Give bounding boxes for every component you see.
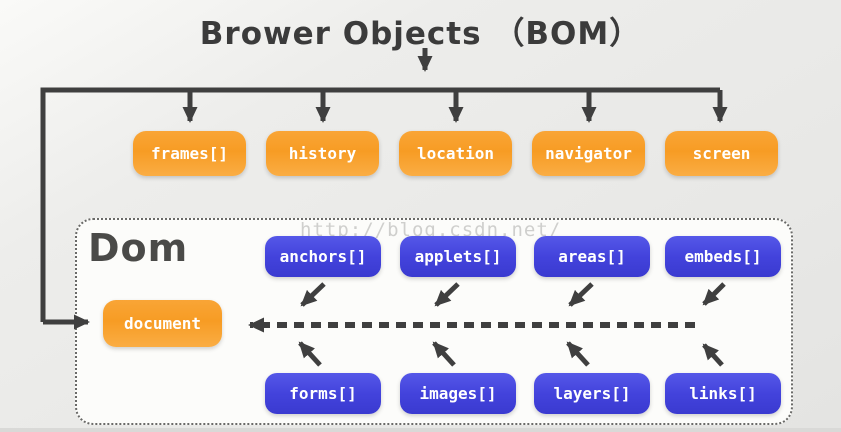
document-node: document <box>103 300 222 347</box>
bom-node-label: navigator <box>545 144 632 163</box>
bottom-edge-strip <box>0 428 841 432</box>
dom-node-images: images[] <box>400 373 516 414</box>
dom-node-forms: forms[] <box>265 373 381 414</box>
document-node-label: document <box>123 314 202 333</box>
dom-node-label: forms[] <box>289 384 357 403</box>
dom-node-label: embeds[] <box>684 247 762 266</box>
diagram-title: Brower Objects （BOM） <box>199 16 642 52</box>
dom-node-links: links[] <box>665 373 781 414</box>
dom-panel-title: Dom <box>88 226 189 270</box>
dom-node-label: applets[] <box>414 247 502 266</box>
bom-node-label: location <box>416 144 495 163</box>
bom-node-label: screen <box>692 144 751 163</box>
bom-drop-arrows <box>182 90 728 123</box>
bom-node-label: frames[] <box>150 144 229 163</box>
dom-node-layers: layers[] <box>534 373 650 414</box>
bom-node-history: history <box>266 131 379 176</box>
bom-node-location: location <box>399 131 512 176</box>
bom-node-screen: screen <box>665 131 778 176</box>
dom-node-label: areas[] <box>558 247 626 266</box>
dom-node-label: anchors[] <box>279 247 367 266</box>
dom-node-label: images[] <box>419 384 497 403</box>
dom-node-label: layers[] <box>553 384 631 403</box>
dom-node-label: links[] <box>689 384 757 403</box>
dom-node-applets: applets[] <box>400 236 516 277</box>
dom-node-areas: areas[] <box>534 236 650 277</box>
bom-node-navigator: navigator <box>532 131 645 176</box>
dom-node-embeds: embeds[] <box>665 236 781 277</box>
bom-node-label: history <box>288 144 357 163</box>
bom-node-frames: frames[] <box>133 131 246 176</box>
dom-node-anchors: anchors[] <box>265 236 381 277</box>
